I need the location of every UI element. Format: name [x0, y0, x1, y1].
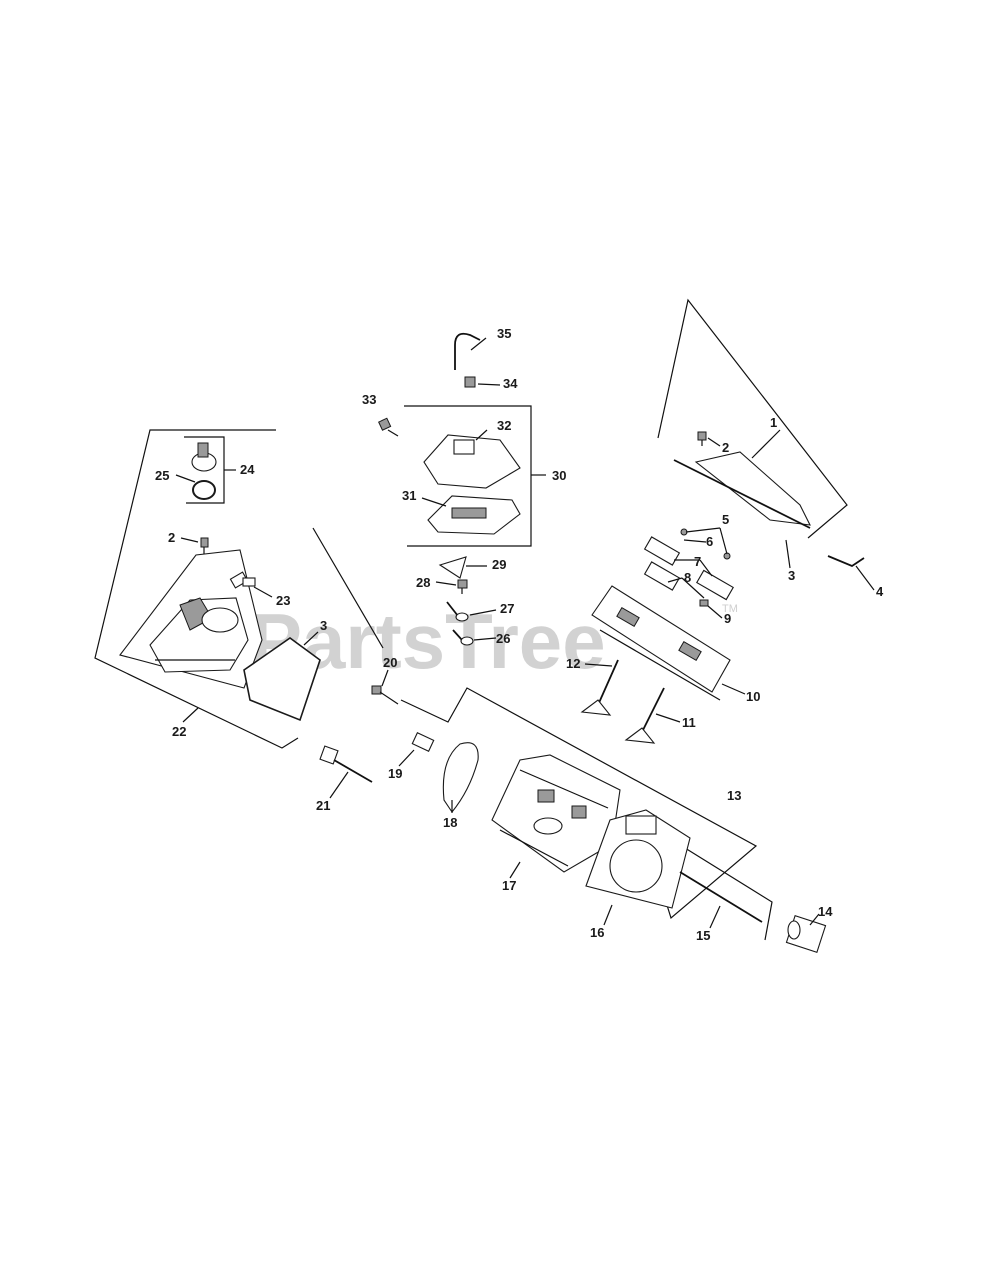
- part-27-bracket: [446, 601, 469, 622]
- part-12-valve: [580, 659, 619, 716]
- bracket-22: [94, 429, 299, 749]
- callout-15: 15: [696, 928, 710, 943]
- bracket-15: [684, 847, 773, 941]
- part-3-gasket-right: [673, 459, 811, 529]
- part-26-bracket: [452, 629, 474, 646]
- breather-assembly-group: [378, 332, 532, 547]
- callout-9: 9: [724, 611, 731, 626]
- part-19-bushing: [411, 732, 435, 752]
- callout-1: 1: [770, 415, 777, 430]
- valve-train-group: [580, 298, 865, 744]
- part-33-screw: [378, 417, 399, 437]
- bracket-13: [400, 687, 758, 920]
- part-23-elbow-fitting: [229, 571, 256, 589]
- callout-16: 16: [590, 925, 604, 940]
- part-11-valve: [624, 687, 665, 744]
- callout-30: 30: [552, 468, 566, 483]
- part-22-valve-cover: [119, 549, 263, 689]
- part-3-gasket-left: [243, 637, 321, 722]
- callout-29: 29: [492, 557, 506, 572]
- leader-lines: [175, 337, 875, 929]
- callout-32: 32: [497, 418, 511, 433]
- callout-14: 14: [818, 904, 833, 919]
- part-21-bolt: [319, 745, 373, 783]
- callout-17: 17: [502, 878, 516, 893]
- part-3-rocker-cover: [694, 451, 811, 526]
- bracket-22-right: [312, 527, 384, 649]
- cylinder-head-group: [319, 685, 827, 953]
- part-35-hose: [454, 332, 481, 370]
- callout-5: 5: [722, 512, 729, 527]
- part-2-screw-left: [200, 537, 209, 555]
- callout-27: 27: [500, 601, 514, 616]
- callout-20: 20: [383, 655, 397, 670]
- callout-2-left: 2: [168, 530, 175, 545]
- callout-8: 8: [684, 570, 691, 585]
- callout-25: 25: [155, 468, 169, 483]
- small-parts-group: [438, 556, 474, 646]
- callout-31: 31: [402, 488, 416, 503]
- callout-12: 12: [566, 656, 580, 671]
- part-14-lifter: [785, 915, 827, 953]
- callout-2-right: 2: [722, 440, 729, 455]
- part-34-grommet: [464, 376, 476, 388]
- part-25-breather-cap: [191, 442, 217, 500]
- part-28-screw: [457, 579, 468, 594]
- bracket-30: [404, 405, 532, 547]
- bracket-1: [657, 298, 848, 539]
- part-17-cylinder-head: [491, 754, 621, 873]
- part-18-rocker-arm: [442, 742, 479, 813]
- callout-13: 13: [727, 788, 741, 803]
- callout-24: 24: [240, 462, 255, 477]
- callout-6: 6: [706, 534, 713, 549]
- part-32-breather-cover: [423, 434, 521, 489]
- callout-34: 34: [503, 376, 518, 391]
- callout-35: 35: [497, 326, 511, 341]
- callout-28: 28: [416, 575, 430, 590]
- part-15-push-rod: [679, 871, 763, 923]
- callout-4: 4: [876, 584, 884, 599]
- valve-springs: [643, 528, 734, 607]
- part-16-head-gasket: [585, 809, 691, 909]
- callout-18: 18: [443, 815, 457, 830]
- part-2-screw-right: [697, 431, 707, 446]
- callout-3-left: 3: [320, 618, 327, 633]
- callout-19: 19: [388, 766, 402, 781]
- callout-7: 7: [694, 554, 701, 569]
- callout-21: 21: [316, 798, 330, 813]
- callout-10: 10: [746, 689, 760, 704]
- callout-3-right: 3: [788, 568, 795, 583]
- part-4-bracket: [827, 555, 865, 568]
- callout-23: 23: [276, 593, 290, 608]
- watermark-trademark: TM: [722, 603, 738, 615]
- callout-26: 26: [496, 631, 510, 646]
- callout-labels: 35 34 33 32 30 31 29 28 27 26 24 25 2 23…: [155, 326, 884, 943]
- callout-33: 33: [362, 392, 376, 407]
- valve-cover-assembly-group: [94, 429, 384, 749]
- part-10-rocker-assembly: [591, 585, 731, 701]
- part-31-breather-plate: [427, 495, 521, 535]
- callout-22: 22: [172, 724, 186, 739]
- part-20-bolt: [371, 685, 399, 705]
- callout-11: 11: [682, 715, 696, 730]
- part-29-baffle: [438, 556, 467, 579]
